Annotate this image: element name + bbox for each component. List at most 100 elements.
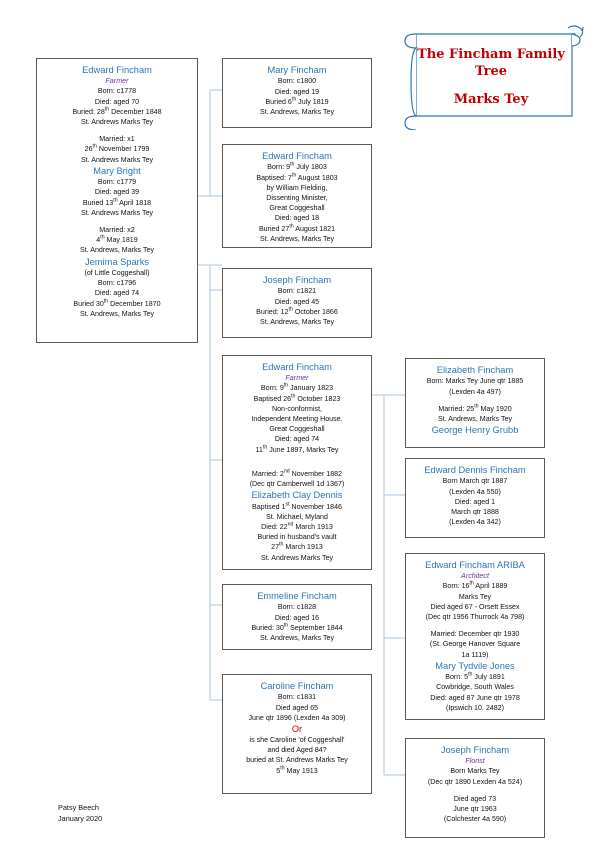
detail-line: St. Andrews Marks Tey — [80, 155, 153, 164]
spacer — [41, 127, 193, 134]
person-name: Elizabeth Fincham — [436, 365, 514, 375]
person-box-edward-fincham-1823: Edward Fincham Farmer Born: 9th January … — [222, 355, 372, 570]
detail-line: St. Andrews, Marks Tey — [80, 246, 154, 255]
detail-line: Died aged 73 — [453, 794, 497, 803]
spouse-name: Mary Tydvile Jones — [435, 660, 515, 671]
spouse-name: Elizabeth Clay Dennis — [251, 490, 343, 501]
detail-line: St. Andrews, Marks Tey — [260, 234, 334, 243]
detail-line: St. Andrews, Marks Tey — [438, 415, 512, 424]
detail-line: Buried: 28th December 1848 — [72, 106, 162, 116]
banner-line-3: Marks Tey — [453, 92, 529, 107]
detail-line: Born: c1828 — [277, 603, 317, 612]
detail-line: Baptised 26th October 1823 — [253, 393, 341, 403]
detail-line: St. Andrews Marks Tey — [260, 553, 333, 562]
detail-line: (Ipswich 10. 2482) — [446, 703, 504, 712]
detail-line: Buried: 30th September 1844 — [251, 622, 343, 632]
person-occupation: Farmer — [285, 373, 309, 383]
detail-line: St. Andrews, Marks Tey — [260, 634, 334, 643]
person-box-joseph-fincham-1821: Joseph Fincham Born: c1821 Died: aged 45… — [222, 268, 372, 338]
person-box-edward-fincham-1778: Edward Fincham Farmer Born: c1778 Died: … — [36, 58, 198, 343]
detail-line: 4th May 1819 — [96, 234, 138, 245]
detail-line: 1a 1119) — [461, 650, 489, 659]
detail-line: Born: Marks Tey June qtr 1885 — [426, 377, 524, 386]
detail-line: Born Marks Tey — [450, 767, 500, 776]
detail-line: Born: 5th July 1891 — [445, 671, 505, 682]
detail-line: Died: 22nd March 1913 — [261, 521, 333, 532]
detail-line: Dissenting Minister, — [266, 194, 328, 203]
detail-line: (Dec qtr 1956 Thurrock 4a 798) — [425, 613, 525, 622]
person-occupation: Architect — [461, 571, 489, 581]
banner-line-1: The Fincham Family — [417, 47, 565, 62]
person-name: Caroline Fincham — [260, 681, 334, 691]
detail-line: Died: aged 16 — [274, 613, 320, 622]
person-name: Mary Fincham — [267, 65, 327, 75]
person-name: Joseph Fincham — [262, 275, 332, 285]
detail-line: 11th June 1897, Marks Tey — [255, 444, 339, 454]
detail-line: Buried 30th December 1870 — [73, 298, 161, 308]
detail-line: Died: aged 74 — [94, 289, 140, 298]
detail-line: 5th May 1913 — [276, 765, 318, 775]
detail-line: Died: aged 74 — [274, 435, 320, 444]
credit-author: Patsy Beech — [58, 803, 99, 812]
detail-line: Great Coggeshall — [269, 204, 325, 213]
detail-line: Married: x1 — [99, 135, 135, 144]
detail-line: Died: aged 87 June qtr 1978 — [430, 693, 520, 702]
detail-line: (Dec qtr Camberwell 1d 1367) — [249, 480, 345, 489]
spacer — [410, 787, 540, 794]
detail-line: Died: aged 1 — [454, 497, 496, 506]
scroll-shape-icon — [404, 25, 584, 131]
credit-date: January 2020 — [58, 813, 103, 823]
detail-line: Married: x2 — [99, 226, 135, 235]
detail-line: Buried 27th August 1821 — [258, 223, 336, 233]
detail-line: Buried in husband's vault — [257, 533, 337, 542]
detail-line: Died: aged 39 — [94, 188, 140, 197]
detail-line: Cowbridge, South Wales — [436, 683, 514, 692]
person-occupation: Farmer — [105, 76, 129, 86]
detail-line: (Lexden 4a 550) — [449, 487, 501, 496]
detail-line: Buried 13th April 1818 — [82, 197, 152, 207]
spacer — [227, 462, 367, 469]
title-scroll-banner: The Fincham Family Tree Marks Tey — [396, 20, 586, 131]
detail-line: Married: 2nd November 1882 — [251, 468, 343, 478]
spacer — [410, 622, 540, 629]
detail-line: Born: c1796 — [97, 279, 137, 288]
detail-line: Born: 9th January 1823 — [260, 383, 334, 393]
spouse-name: Jemima Sparks — [84, 256, 150, 267]
detail-line: Died: aged 70 — [94, 97, 140, 106]
detail-line: Born: c1779 — [97, 178, 137, 187]
spouse-name: George Henry Grubb — [431, 425, 519, 436]
person-name: Edward Fincham ARIBA — [425, 560, 525, 570]
person-box-mary-fincham-1800: Mary Fincham Born: c1800 Died: aged 19 B… — [222, 58, 372, 128]
detail-line: Born March qtr 1887 — [442, 477, 508, 486]
person-name: Edward Fincham — [82, 65, 152, 75]
detail-line: (of Little Coggeshall) — [84, 269, 150, 278]
detail-line: Buried: 12th October 1866 — [256, 306, 338, 316]
banner-text: The Fincham Family Tree Marks Tey — [396, 20, 586, 130]
detail-line: 27th March 1913 — [271, 542, 323, 552]
detail-line: Marks Tey — [458, 592, 492, 601]
detail-line: Baptised 1st November 1846 — [251, 501, 343, 511]
person-name: Joseph Fincham — [440, 745, 510, 755]
person-box-edward-dennis-fincham-1887: Edward Dennis Fincham Born March qtr 188… — [405, 458, 545, 538]
detail-line: (Colchester 4a 590) — [443, 815, 507, 824]
detail-line: buried at St. Andrews Marks Tey — [246, 756, 348, 765]
banner-line-2: Tree — [474, 64, 508, 79]
detail-line: Died aged 65 — [275, 703, 319, 712]
detail-line: Buried 6th July 1819 — [265, 96, 329, 106]
detail-line: (St. George Hanover Square — [429, 640, 521, 649]
detail-line: Died: aged 45 — [274, 297, 320, 306]
detail-line: Married: 25th May 1920 — [438, 403, 512, 413]
detail-line: Born: c1800 — [277, 77, 317, 86]
detail-line: Great Coggeshall — [269, 425, 325, 434]
detail-line: St. Andrews, Marks Tey — [80, 309, 154, 318]
detail-line: Born: c1778 — [97, 87, 137, 96]
detail-line: June qtr 1896 (Lexden 4a 309) — [248, 713, 346, 722]
credit-block: Patsy Beech January 2020 — [58, 803, 102, 824]
person-box-edward-fincham-ariba-1889: Edward Fincham ARIBA Architect Born: 16t… — [405, 553, 545, 720]
spacer — [41, 218, 193, 225]
detail-line: St. Andrews, Marks Tey — [260, 318, 334, 327]
person-name: Edward Fincham — [262, 151, 332, 161]
person-box-emmeline-fincham-1828: Emmeline Fincham Born: c1828 Died: aged … — [222, 584, 372, 650]
